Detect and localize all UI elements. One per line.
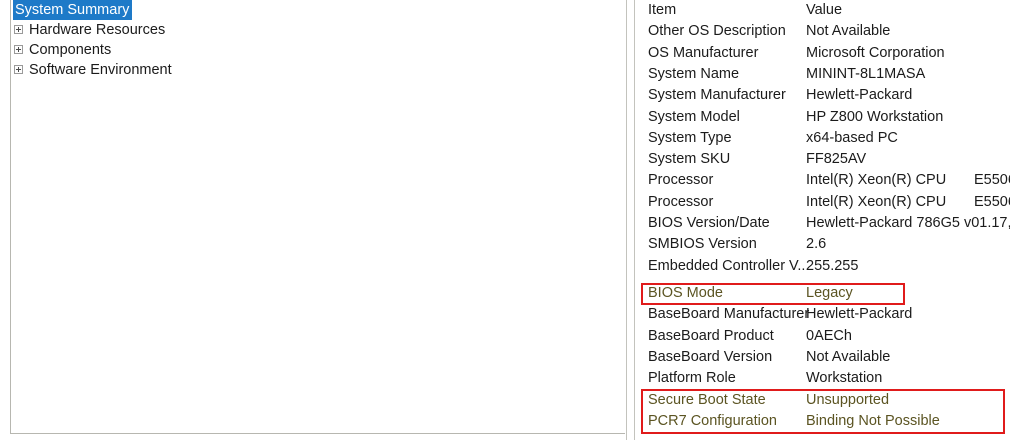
table-row[interactable]: BaseBoard Version Not Available bbox=[637, 347, 1010, 368]
row-value-label: x64-based PC bbox=[806, 129, 898, 146]
row-item-label: Processor bbox=[648, 172, 714, 189]
table-row[interactable]: System Type x64-based PC bbox=[637, 128, 1010, 149]
table-row[interactable]: SMBIOS Version 2.6 bbox=[637, 234, 1010, 255]
row-value-label: HP Z800 Workstation bbox=[806, 108, 944, 125]
tree-item-hardware-resources[interactable]: Hardware Resources bbox=[11, 20, 625, 40]
row-value-label: MININT-8L1MASA bbox=[806, 65, 926, 82]
column-header-value: Value bbox=[806, 2, 843, 18]
row-item-label: System Model bbox=[648, 108, 740, 125]
row-value-label: Not Available bbox=[806, 348, 891, 365]
system-summary-tree-pane: System Summary Hardware Resources Compon… bbox=[10, 0, 625, 434]
expand-plus-icon[interactable] bbox=[14, 44, 23, 54]
row-value-label: Intel(R) Xeon(R) CPU bbox=[806, 193, 947, 210]
column-header-item: Item bbox=[648, 2, 677, 18]
row-item-label: BIOS Version/Date bbox=[648, 215, 770, 231]
table-row[interactable]: BaseBoard Manufacturer Hewlett-Packard bbox=[637, 304, 1010, 325]
row-item-label: Other OS Description bbox=[648, 23, 786, 40]
row-item-label: Embedded Controller V... bbox=[648, 257, 810, 274]
row-extra-label: E5506 bbox=[974, 172, 1010, 189]
row-item-label: BaseBoard Product bbox=[648, 327, 774, 344]
pane-divider-left bbox=[626, 0, 627, 440]
row-item-label: PCR7 Configuration bbox=[648, 413, 777, 430]
table-row[interactable]: System Manufacturer Hewlett-Packard bbox=[637, 85, 1010, 106]
table-row-secure-boot-state[interactable]: Secure Boot State Unsupported bbox=[637, 390, 1010, 411]
table-row[interactable]: System Model HP Z800 Workstation bbox=[637, 107, 1010, 128]
row-item-label: System Manufacturer bbox=[648, 87, 786, 104]
table-row[interactable]: BIOS Version/Date Hewlett-Packard 786G5 … bbox=[637, 213, 1010, 234]
row-item-label: OS Manufacturer bbox=[648, 44, 759, 61]
row-value-label: Microsoft Corporation bbox=[806, 44, 945, 61]
table-row-bios-mode[interactable]: BIOS Mode Legacy bbox=[637, 283, 1010, 304]
row-item-label: SMBIOS Version bbox=[648, 236, 757, 253]
tree-item-system-summary[interactable]: System Summary bbox=[11, 0, 625, 20]
table-row[interactable]: System SKU FF825AV bbox=[637, 149, 1010, 170]
row-value-label: Hewlett-Packard bbox=[806, 87, 913, 104]
row-value-label: Unsupported bbox=[806, 392, 890, 408]
row-value-label: 255.255 bbox=[806, 257, 859, 274]
row-item-label: BIOS Mode bbox=[648, 285, 723, 301]
row-value-label: 2.6 bbox=[806, 236, 827, 253]
row-extra-label: E5506 bbox=[974, 193, 1010, 210]
table-row[interactable]: BaseBoard Product 0AECh bbox=[637, 326, 1010, 347]
system-summary-detail-pane: Item Value Other OS Description Not Avai… bbox=[626, 0, 1010, 440]
tree-item-components-label: Components bbox=[29, 42, 112, 58]
row-item-label: BaseBoard Manufacturer bbox=[648, 306, 810, 323]
row-item-label: Platform Role bbox=[648, 370, 736, 387]
row-value-label: Hewlett-Packard 786G5 v01.17, 8/ bbox=[806, 215, 1010, 231]
tree-item-software-environment-label: Software Environment bbox=[29, 62, 172, 78]
expand-plus-icon[interactable] bbox=[14, 64, 23, 74]
table-row[interactable]: Other OS Description Not Available bbox=[637, 21, 1010, 42]
row-value-label: 0AECh bbox=[806, 327, 852, 344]
row-value-label: Binding Not Possible bbox=[806, 413, 940, 430]
details-grid-header: Item Value bbox=[637, 0, 1010, 21]
tree-item-hardware-resources-label: Hardware Resources bbox=[29, 22, 166, 38]
row-item-label: System Type bbox=[648, 129, 732, 146]
tree-item-software-environment[interactable]: Software Environment bbox=[11, 60, 625, 80]
tree-item-system-summary-label: System Summary bbox=[13, 0, 133, 20]
row-value-label: Not Available bbox=[806, 23, 891, 40]
expand-plus-icon[interactable] bbox=[14, 24, 23, 34]
details-grid: Item Value Other OS Description Not Avai… bbox=[637, 0, 1010, 440]
row-value-label: Hewlett-Packard bbox=[806, 306, 913, 323]
row-item-label: BaseBoard Version bbox=[648, 348, 773, 365]
row-value-label: FF825AV bbox=[806, 151, 867, 168]
table-row[interactable]: OS Manufacturer Microsoft Corporation bbox=[637, 43, 1010, 64]
table-row[interactable]: Processor Intel(R) Xeon(R) CPU E5506 bbox=[637, 192, 1010, 213]
table-row[interactable]: Processor Intel(R) Xeon(R) CPU E5506 bbox=[637, 170, 1010, 191]
row-item-label: System SKU bbox=[648, 151, 731, 168]
row-item-label: System Name bbox=[648, 65, 740, 82]
table-row[interactable]: Embedded Controller V... 255.255 bbox=[637, 256, 1010, 277]
tree-item-components[interactable]: Components bbox=[11, 40, 625, 60]
row-value-label: Workstation bbox=[806, 370, 883, 387]
row-value-label: Legacy bbox=[806, 285, 853, 301]
row-value-label: Intel(R) Xeon(R) CPU bbox=[806, 172, 947, 189]
table-row[interactable]: System Name MININT-8L1MASA bbox=[637, 64, 1010, 85]
table-row-pcr7-configuration[interactable]: PCR7 Configuration Binding Not Possible bbox=[637, 411, 1010, 432]
row-item-label: Secure Boot State bbox=[648, 392, 766, 408]
pane-divider-right bbox=[634, 0, 635, 440]
row-item-label: Processor bbox=[648, 193, 714, 210]
table-row[interactable]: Platform Role Workstation bbox=[637, 368, 1010, 389]
